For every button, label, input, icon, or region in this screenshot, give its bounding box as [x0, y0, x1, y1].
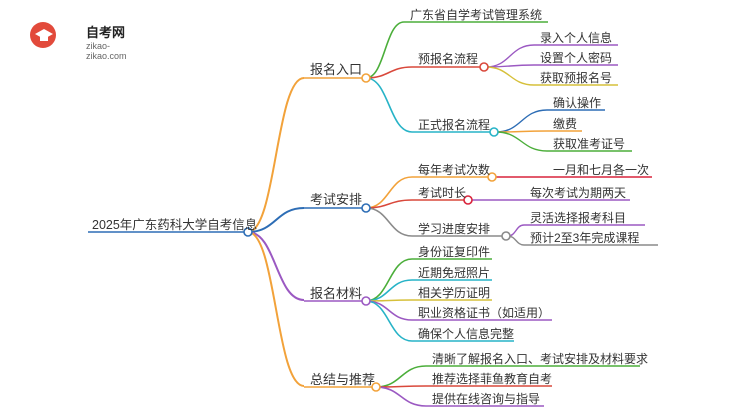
- node-jan-jul[interactable]: 一月和七月各一次: [553, 163, 650, 177]
- edge-pre: [365, 66, 413, 79]
- node-get-pre-number[interactable]: 获取预报名号: [540, 71, 613, 85]
- node-guangdong-system[interactable]: 广东省自学考试管理系统: [410, 8, 543, 22]
- edge-clear: [375, 365, 427, 388]
- node-id-copy[interactable]: 身份证复印件: [418, 245, 491, 259]
- edge-info: [485, 44, 535, 68]
- node-exam-duration[interactable]: 考试时长: [418, 186, 467, 200]
- node-study-plan[interactable]: 学习进度安排: [418, 222, 491, 236]
- node-online-consult[interactable]: 提供在线咨询与指导: [432, 392, 541, 406]
- dot-root: [243, 227, 253, 237]
- node-certificate[interactable]: 职业资格证书（如适用）: [418, 306, 551, 320]
- dot-formal: [489, 127, 499, 137]
- node-pay[interactable]: 缴费: [553, 117, 578, 131]
- edge-plan: [365, 207, 413, 237]
- edge-consult: [375, 386, 427, 407]
- node-enter-info[interactable]: 录入个人信息: [540, 31, 613, 45]
- dot-schedule: [361, 203, 371, 213]
- node-recommend[interactable]: 推荐选择菲鱼教育自考: [432, 372, 553, 386]
- node-pre-registration[interactable]: 预报名流程: [418, 52, 479, 66]
- dot-times: [487, 172, 497, 182]
- branch-registration-entry[interactable]: 报名入口: [310, 62, 363, 77]
- edge-admission: [495, 131, 548, 152]
- node-admission-number[interactable]: 获取准考证号: [553, 137, 626, 151]
- node-two-days[interactable]: 每次考试为期两天: [530, 186, 627, 200]
- branch-materials[interactable]: 报名材料: [310, 286, 363, 301]
- edge-root-materials: [247, 231, 305, 301]
- branch-exam-schedule[interactable]: 考试安排: [310, 192, 363, 207]
- logo-title: 自考网: [86, 26, 126, 41]
- node-formal-registration[interactable]: 正式报名流程: [418, 118, 491, 132]
- edge-root-summary: [247, 231, 305, 387]
- node-2-3-years[interactable]: 预计2至3年完成课程: [530, 231, 640, 245]
- node-flexible-subjects[interactable]: 灵活选择报考科目: [530, 211, 627, 225]
- logo-subtitle: zikao-zikao.com: [86, 41, 127, 61]
- node-set-password[interactable]: 设置个人密码: [540, 51, 613, 65]
- dot-pre: [479, 62, 489, 72]
- dot-entry: [361, 73, 371, 83]
- node-clear-understanding[interactable]: 清晰了解报名入口、考试安排及材料要求: [432, 352, 649, 366]
- edge-system: [365, 21, 405, 79]
- edge-complete: [365, 300, 413, 342]
- node-education-proof[interactable]: 相关学历证明: [418, 286, 491, 300]
- edge-confirm: [495, 109, 548, 133]
- cap-glyph-icon: [35, 29, 53, 41]
- edge-cert: [365, 300, 413, 321]
- edge-photo: [365, 279, 413, 302]
- branch-summary[interactable]: 总结与推荐: [310, 372, 376, 387]
- edge-formal: [365, 77, 413, 133]
- dot-materials: [361, 296, 371, 306]
- dot-summary: [371, 382, 381, 392]
- node-confirm[interactable]: 确认操作: [553, 96, 602, 110]
- root-node[interactable]: 2025年广东药科大学自考信息: [92, 218, 258, 232]
- edge-root-schedule: [247, 207, 305, 233]
- edge-root-entry: [247, 77, 305, 233]
- node-exam-times[interactable]: 每年考试次数: [418, 163, 491, 177]
- node-complete-info[interactable]: 确保个人信息完整: [418, 327, 515, 341]
- site-logo[interactable]: 自考网 zikao-zikao.com: [20, 14, 150, 61]
- edge-prenum: [485, 66, 535, 86]
- node-photo[interactable]: 近期免冠照片: [418, 266, 491, 280]
- dot-duration: [463, 195, 473, 205]
- dot-plan: [501, 231, 511, 241]
